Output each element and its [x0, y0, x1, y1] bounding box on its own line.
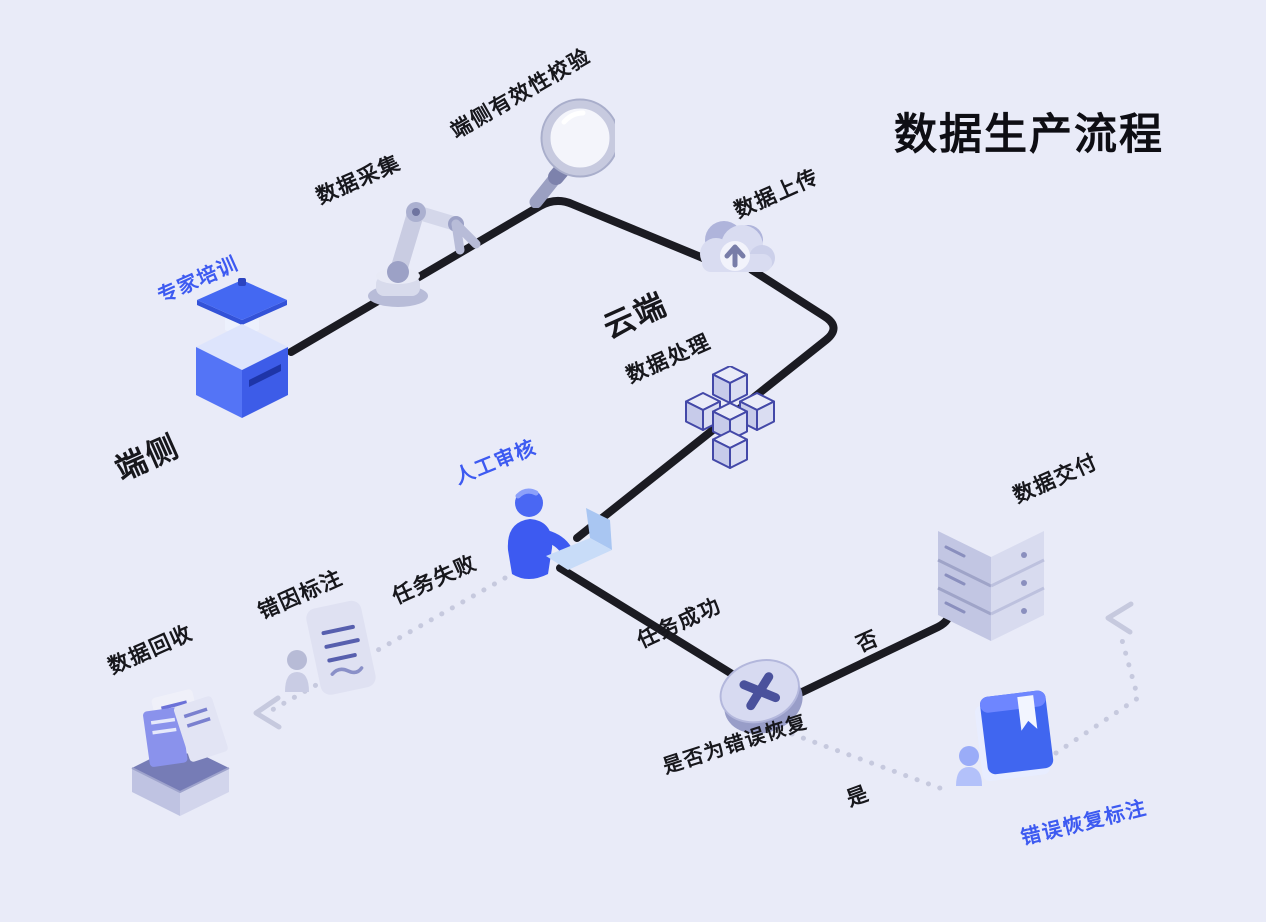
cloud-upload-icon — [690, 210, 780, 299]
decision-x-icon — [716, 643, 806, 750]
edge-task-success-line — [556, 564, 762, 694]
cube-stack-icon — [678, 365, 782, 477]
server-stack-icon — [936, 503, 1046, 650]
person-laptop-icon — [496, 488, 616, 595]
person-document-icon — [283, 596, 378, 711]
edge-task-failed-dotted — [269, 575, 508, 713]
edge-recovery-arrow — [1105, 601, 1134, 635]
book-person-icon — [952, 686, 1057, 801]
page-title: 数据生产流程 — [894, 111, 1164, 159]
edge-yes-dotted — [789, 731, 951, 794]
box-documents-icon — [123, 682, 238, 822]
robot-arm-icon — [342, 182, 494, 315]
magnifier-icon — [520, 98, 620, 213]
graduation-cap-box-icon — [183, 278, 301, 425]
edge-task-failed-arrow — [253, 695, 282, 730]
edge-recovery-to-delivery-dotted — [1053, 637, 1141, 756]
edge-upload-to-review-line — [573, 266, 838, 542]
